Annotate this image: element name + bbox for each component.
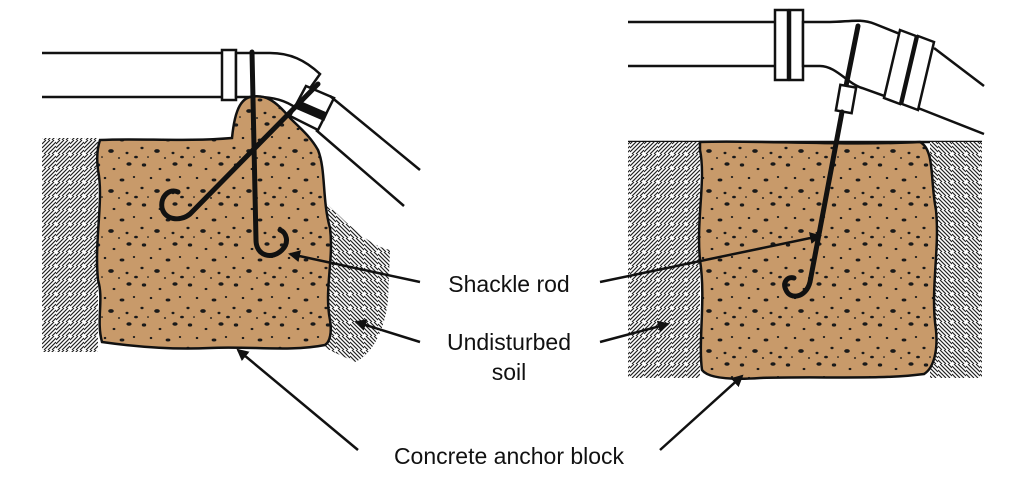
right-undisturbed-soil-right <box>930 142 982 378</box>
arrow-concrete-right <box>659 374 744 451</box>
left-diagonal-pipe <box>315 95 421 207</box>
right-shackle-rod <box>782 23 861 299</box>
left-undisturbed-soil <box>42 138 98 352</box>
shackle-rod-label: Shackle rod <box>448 271 569 297</box>
arrow-concrete-left <box>236 348 359 451</box>
undisturbed-soil-label-line2: soil <box>492 359 527 385</box>
callout-arrows <box>236 232 822 451</box>
arrow-soil-right <box>599 320 670 344</box>
arrow-shackle-right <box>599 232 822 284</box>
undisturbed-soil-label-line1: Undisturbed <box>447 329 571 355</box>
right-illustration <box>628 8 985 380</box>
right-concrete-block <box>697 140 939 380</box>
left-illustration <box>42 48 421 362</box>
right-pipe <box>628 8 985 136</box>
left-shackle-rod-vertical <box>249 49 289 258</box>
arrow-soil-left <box>354 319 421 344</box>
left-straight-pipe <box>42 48 238 102</box>
left-shackle-rod-diagonal <box>159 81 321 222</box>
concrete-anchor-block-label: Concrete anchor block <box>394 443 625 469</box>
arrow-shackle-left <box>288 250 421 284</box>
left-concrete-block <box>95 95 333 350</box>
right-undisturbed-soil-left <box>628 142 700 378</box>
